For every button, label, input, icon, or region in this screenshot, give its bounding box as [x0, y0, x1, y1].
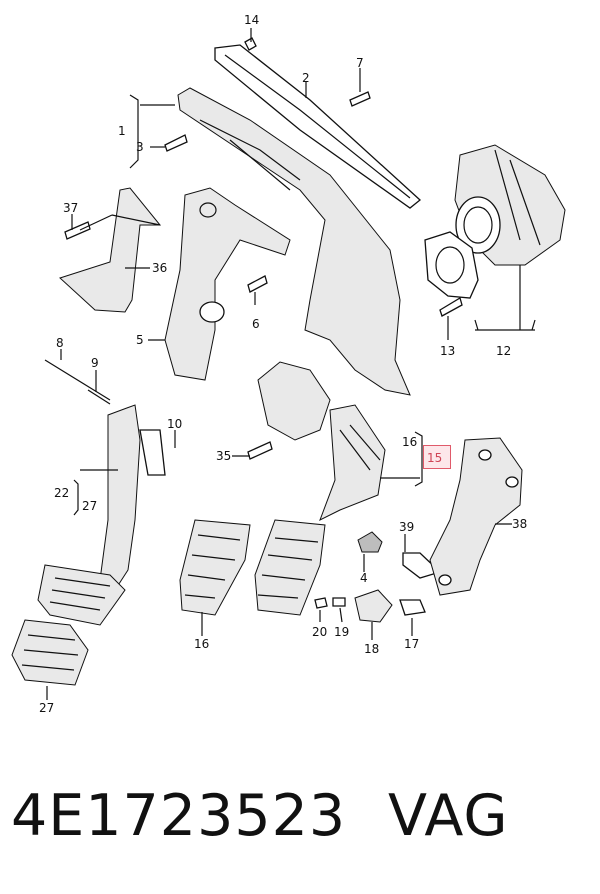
stopper-4	[357, 531, 383, 553]
brand-name: VAG	[388, 783, 509, 849]
callout-5: 5	[136, 333, 144, 347]
callout-6: 6	[252, 317, 260, 331]
leader-lines	[46, 28, 536, 700]
part-number: 4E1723523	[11, 783, 347, 849]
bracket-38	[429, 437, 523, 596]
callout-16-upper: 16	[402, 435, 418, 449]
highlighted-callout-text: 15	[427, 451, 443, 465]
booster-gasket	[424, 231, 479, 299]
callout-13: 13	[440, 344, 456, 358]
callout-37: 37	[63, 201, 79, 215]
bolts	[64, 37, 463, 579]
callout-38: 38	[512, 517, 528, 531]
bracket-5	[164, 187, 291, 381]
callout-12: 12	[496, 344, 512, 358]
bracket-36	[59, 187, 162, 313]
callout-4: 4	[360, 571, 368, 585]
highlighted-callout-15[interactable]: 15	[423, 445, 451, 469]
callout-10: 10	[167, 417, 183, 431]
pedal-pad-lower	[11, 619, 89, 686]
callout-19: 19	[334, 625, 350, 639]
pedal-pad-brake	[254, 519, 326, 616]
pedal-arm	[319, 404, 386, 522]
callout-14: 14	[244, 13, 260, 27]
callout-27-upper: 27	[82, 499, 98, 513]
pedal-pad-upper	[37, 564, 126, 626]
main-bracket	[177, 87, 411, 396]
callout-3: 3	[136, 140, 144, 154]
callout-39: 39	[399, 520, 415, 534]
pin-19	[332, 597, 346, 607]
pedal-pivot-housing	[257, 361, 331, 441]
callout-2: 2	[302, 71, 310, 85]
callout-9: 9	[91, 356, 99, 370]
callout-35: 35	[216, 449, 232, 463]
callout-7: 7	[356, 56, 364, 70]
callout-1: 1	[118, 124, 126, 138]
brake-booster	[454, 144, 566, 266]
cap-20	[314, 597, 328, 609]
callout-20: 20	[312, 625, 328, 639]
callout-22: 22	[54, 486, 70, 500]
callout-18: 18	[364, 642, 380, 656]
callout-16-lower: 16	[194, 637, 210, 651]
callout-8: 8	[56, 336, 64, 350]
switch-17	[399, 599, 426, 616]
clutch-pedal-arm	[99, 404, 141, 591]
callout-17: 17	[404, 637, 420, 651]
pedal-assembly-diagram	[11, 28, 566, 700]
callout-27-lower: 27	[39, 701, 55, 715]
callout-36: 36	[152, 261, 168, 275]
pedal-pad-16	[179, 519, 251, 616]
switch-bracket-18	[354, 589, 393, 623]
